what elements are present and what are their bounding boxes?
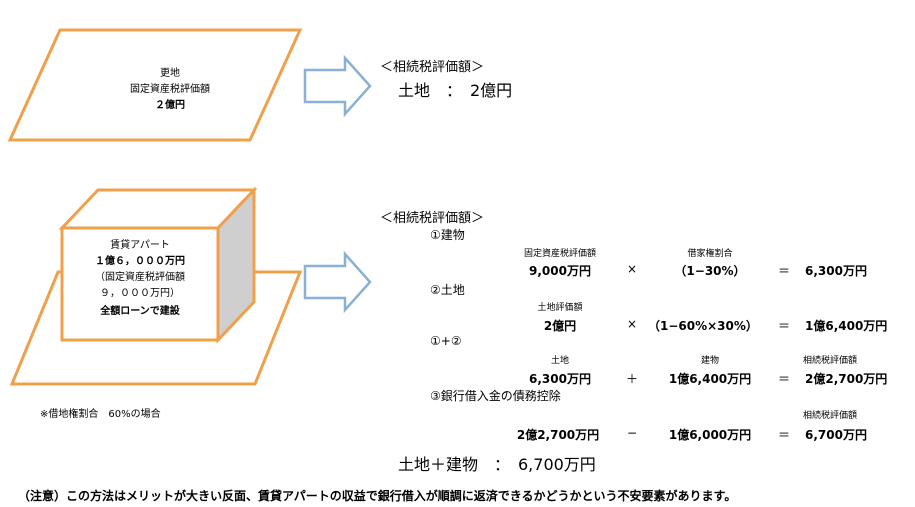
building-front-face <box>60 226 220 342</box>
caution-note: （注意）この方法はメリットが大きい反面、賃貸アパートの収益で銀行借入が順調に返済… <box>18 489 737 503</box>
step1-label-b: 借家権割合 <box>687 249 733 259</box>
bottom-total: 土地＋建物 ： 6,700万円 <box>398 455 596 474</box>
step4-op: − <box>626 426 638 440</box>
vacant-land-parallelogram <box>7 28 303 142</box>
step4-result: 6,700万円 <box>805 428 867 442</box>
vacant-land-assessment-label: 固定資産税評価額 <box>130 84 210 95</box>
step3-label-c: 相続税評価額 <box>803 356 858 366</box>
top-arrow <box>303 54 372 118</box>
step1-op: × <box>626 262 638 276</box>
step1-result: 6,300万円 <box>805 264 867 278</box>
step1-eq: ＝ <box>777 264 790 278</box>
step4-title: ③銀行借入金の債務控除 <box>430 389 561 403</box>
step1-val-a: 9,000万円 <box>529 264 591 278</box>
step4-val-b: 1億6,000万円 <box>668 428 752 442</box>
building-label: 賃貸アパート <box>110 240 170 251</box>
step3-label-a: 土地 <box>550 356 569 366</box>
building-assessment-value: ９，０００万円） <box>100 288 180 299</box>
step2-eq: ＝ <box>777 319 790 333</box>
step2-title: ②土地 <box>430 283 465 297</box>
step2-result: 1億6,400万円 <box>805 319 888 333</box>
bottom-arrow <box>303 250 372 314</box>
step2-val-b: （1−60%×30%） <box>648 319 758 333</box>
step1-val-b: （1−30%） <box>674 264 746 278</box>
step4-eq: ＝ <box>777 428 790 442</box>
building-assessment-label: （固定資産税評価額 <box>95 272 185 283</box>
top-result-value: 土地 ： 2億円 <box>398 81 513 100</box>
step4-label-c: 相続税評価額 <box>803 411 858 421</box>
vacant-land-label: 更地 <box>160 68 180 79</box>
step2-val-a: 2億円 <box>543 319 577 333</box>
step3-title: ①+② <box>430 334 462 348</box>
vacant-land-value: ２億円 <box>155 100 185 111</box>
step3-result: 2億2,700万円 <box>805 372 888 386</box>
step1-label-a: 固定資産税評価額 <box>523 249 596 259</box>
building-loan-note: 全額ローンで建設 <box>100 306 180 317</box>
bottom-result-heading: ＜相続税評価額＞ <box>380 211 485 226</box>
step3-eq: ＝ <box>777 372 790 386</box>
step1-title: ①建物 <box>430 228 465 242</box>
step3-val-b: 1億6,400万円 <box>668 372 752 386</box>
step3-val-a: 6,300万円 <box>529 372 591 386</box>
building-cost: １億６，０００万円 <box>95 256 185 267</box>
step2-label-a: 土地評価額 <box>537 303 583 313</box>
step3-op: ＋ <box>625 372 638 386</box>
step2-op: × <box>626 317 638 331</box>
top-result-heading: ＜相続税評価額＞ <box>380 60 485 75</box>
leasehold-footnote: ※借地権割合 60%の場合 <box>40 409 161 420</box>
step3-label-b: 建物 <box>700 356 719 366</box>
step4-val-a: 2億2,700万円 <box>516 428 600 442</box>
